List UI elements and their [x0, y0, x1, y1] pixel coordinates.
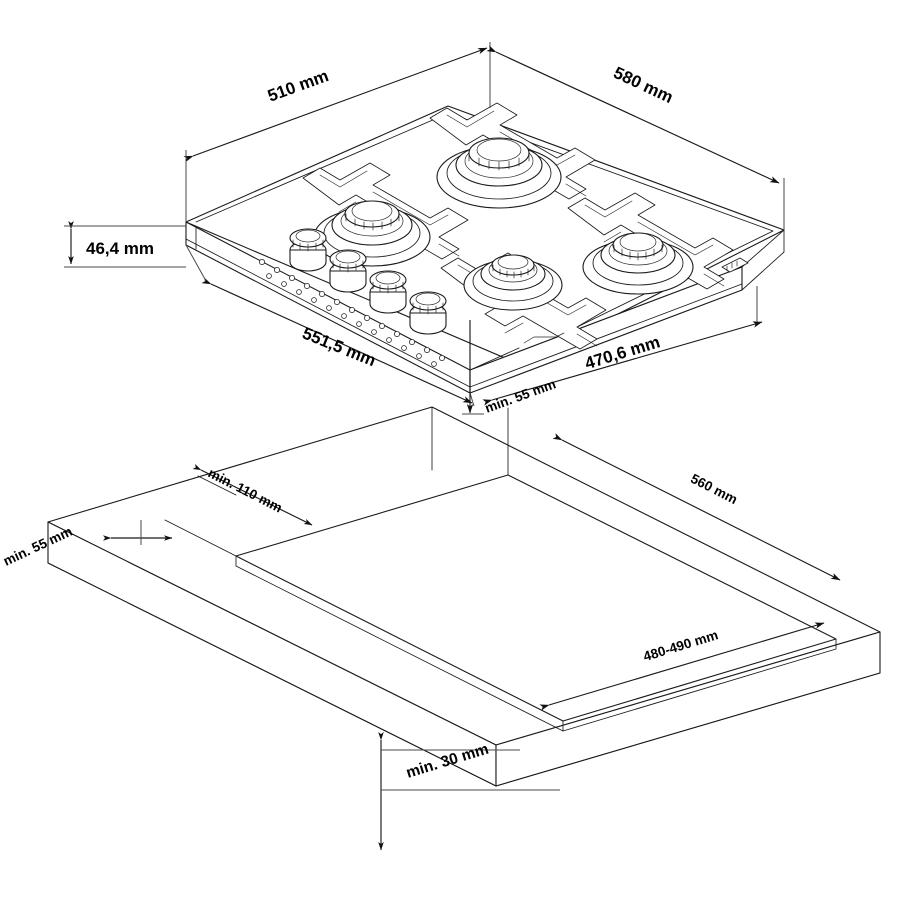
dim-580-label: 580 mm	[611, 63, 676, 107]
burner-front-right	[463, 254, 563, 311]
hob-assembly	[185, 102, 785, 394]
dim-hob-height: 46,4 mm	[64, 221, 186, 268]
control-knob-2[interactable]	[329, 249, 367, 293]
control-knob-1[interactable]	[289, 228, 327, 272]
burner-right	[582, 232, 694, 295]
control-knob-3[interactable]	[369, 270, 407, 314]
dim-510-label: 510 mm	[265, 66, 331, 106]
control-knob-4[interactable]	[409, 291, 447, 335]
gas-connector	[721, 257, 749, 273]
dim-46-4-label: 46,4 mm	[86, 239, 154, 258]
worktop-assembly	[47, 406, 881, 787]
dim-560-label: 560 mm	[688, 471, 740, 507]
